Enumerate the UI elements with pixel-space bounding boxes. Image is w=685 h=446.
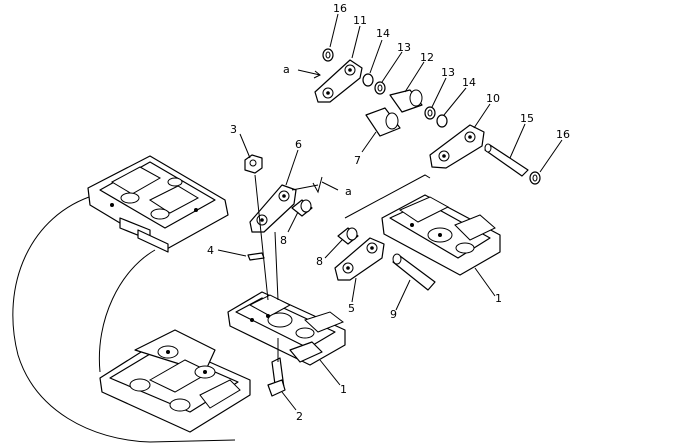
leader-1-right: [474, 267, 496, 297]
leader-6: [285, 149, 299, 186]
leader-8-upper: [287, 211, 299, 233]
leader-1-center: [319, 359, 341, 386]
leader-5: [351, 277, 357, 303]
callout-11: 11: [353, 14, 367, 27]
leader-15: [509, 123, 526, 159]
callout-14-right: 14: [462, 76, 476, 89]
reference-mark-a-top: a: [283, 63, 290, 76]
callout-12: 12: [420, 51, 434, 64]
pin-9: [392, 253, 436, 291]
seal-13-top: [374, 81, 386, 95]
leader-12: [404, 61, 425, 93]
nut-16-top: [322, 48, 334, 62]
link-5: [334, 237, 385, 281]
pin-7: [365, 107, 401, 137]
reference-arrowhead-a-top: [313, 70, 321, 79]
callout-15: 15: [520, 112, 534, 125]
assembly-line-link6-shoe: [274, 231, 279, 301]
bushing-12: [389, 89, 423, 113]
callout-6: 6: [295, 138, 302, 151]
leader-7: [361, 131, 377, 153]
assembly-line-nut3-shoe: [254, 174, 269, 301]
callout-3: 3: [230, 123, 237, 136]
leader-4: [217, 249, 247, 257]
track-chain-loop: [12, 194, 236, 443]
callout-16-right: 16: [556, 128, 570, 141]
callout-1-center: 1: [340, 383, 347, 396]
track-shoe-upper-left: [87, 155, 229, 253]
nut-16-right: [529, 171, 541, 185]
seal-13-right: [424, 106, 436, 120]
callout-14-top: 14: [376, 27, 390, 40]
leader-9: [395, 279, 411, 311]
assembly-line-a-mid: [321, 181, 339, 191]
callout-9: 9: [390, 308, 397, 321]
bolt-2: [267, 357, 286, 397]
callout-10: 10: [486, 92, 500, 105]
reference-arrow-a-mid: [312, 176, 323, 194]
leader-16-right: [539, 139, 563, 173]
seal-14-right: [436, 114, 448, 128]
leader-3: [239, 133, 251, 159]
seal-14-top: [362, 73, 374, 87]
pin-4: [247, 252, 265, 261]
leader-14-top: [369, 39, 383, 74]
reference-mark-a-mid: a: [345, 185, 352, 198]
leader-13-top: [381, 51, 403, 83]
leader-2: [281, 391, 297, 411]
leader-8-lower: [324, 239, 343, 259]
callout-8-lower: 8: [316, 255, 323, 268]
track-shoe-lower-left: [99, 329, 251, 433]
reference-arrow-a-top: [297, 69, 321, 76]
link-10: [429, 124, 485, 169]
callout-2: 2: [296, 410, 303, 423]
callout-7: 7: [354, 154, 361, 167]
track-shoe-right: [381, 194, 501, 276]
callout-13-top: 13: [397, 41, 411, 54]
track-shoe-center: [227, 291, 346, 366]
assembly-line-link5-right: [344, 174, 431, 219]
leader-14-right: [443, 87, 467, 116]
link-11: [314, 59, 363, 103]
callout-1-right: 1: [495, 292, 502, 305]
track-chain-loop-inner: [98, 249, 156, 373]
callout-16-top: 16: [333, 2, 347, 15]
leader-13-right: [431, 77, 447, 108]
callout-5: 5: [348, 302, 355, 315]
pin-15: [484, 143, 529, 177]
bushing-8-lower: [337, 227, 359, 245]
callout-4: 4: [207, 244, 214, 257]
leader-11: [351, 25, 361, 59]
nut-3: [244, 154, 263, 174]
assembly-line-link6-a: [291, 184, 319, 191]
bushing-8-upper: [291, 199, 313, 217]
leader-16-top: [329, 13, 339, 48]
leader-10: [473, 103, 491, 129]
callout-13-right: 13: [441, 66, 455, 79]
callout-8-upper: 8: [280, 234, 287, 247]
